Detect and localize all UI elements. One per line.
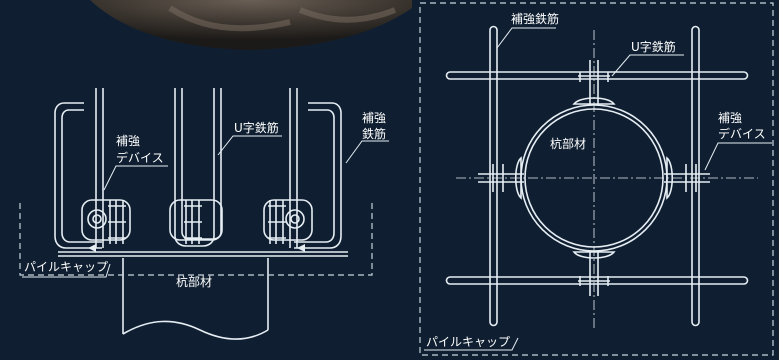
right-plan-diagram bbox=[419, 2, 774, 356]
device-bracket-right bbox=[666, 156, 674, 200]
label-device-left-1: 補強 bbox=[116, 134, 140, 148]
label-u-rebar-left: U字鉄筋 bbox=[234, 120, 279, 135]
device-bracket-top bbox=[572, 97, 616, 105]
label-device-right-1: 補強 bbox=[718, 111, 742, 125]
pile-cap-outline bbox=[19, 203, 373, 276]
rebar-section-right-inner bbox=[290, 214, 300, 224]
u-rebar-left bbox=[478, 164, 524, 192]
rebar-hook-left bbox=[54, 102, 102, 249]
pile-member-break-line bbox=[122, 320, 269, 340]
leader-device-right bbox=[704, 142, 772, 171]
label-device-left-2: デバイス bbox=[116, 150, 164, 165]
leader-reinforcement-rebar bbox=[345, 140, 389, 164]
u-rebar-bottom bbox=[578, 252, 610, 296]
pile-member-circle-inner bbox=[524, 108, 664, 248]
vertical-rebar-right bbox=[289, 88, 298, 248]
rebar-vertical-right bbox=[691, 25, 700, 327]
pile-cap-plan-outline bbox=[419, 2, 774, 356]
leader-device bbox=[103, 165, 168, 191]
rebar-horizontal-bottom bbox=[445, 276, 749, 285]
rebar-vertical-left bbox=[489, 25, 498, 327]
device-box-center bbox=[169, 199, 223, 241]
label-device-right-2: デバイス bbox=[718, 126, 766, 141]
rebar-horizontal-top bbox=[445, 71, 749, 80]
label-u-rebar-right: U字鉄筋 bbox=[631, 39, 676, 54]
device-box-left bbox=[81, 199, 131, 241]
label-pile-cap-right: パイルキャップ bbox=[426, 335, 510, 349]
leader-pile-cap-right bbox=[424, 337, 519, 351]
vertical-rebar-center-left bbox=[174, 88, 200, 247]
device-bracket-left bbox=[514, 156, 522, 200]
rebar-section-left bbox=[87, 209, 107, 229]
device-box-right bbox=[263, 199, 313, 241]
rebar-section-right bbox=[285, 209, 305, 229]
device-plates-left bbox=[108, 200, 126, 244]
u-rebar-right bbox=[664, 164, 710, 192]
vertical-rebar-left bbox=[95, 88, 104, 248]
label-reinforcing-rebar: 補強鉄筋 bbox=[511, 11, 559, 26]
label-reinforcement: 補強 bbox=[362, 111, 386, 125]
device-bracket-bottom bbox=[572, 251, 616, 259]
photo-texture bbox=[168, 5, 397, 32]
vertical-rebar-center-right bbox=[200, 88, 222, 247]
label-rebar: 鉄筋 bbox=[362, 126, 386, 141]
label-pile-member-right: 杭部材 bbox=[550, 136, 586, 151]
device-plates-center bbox=[184, 200, 202, 244]
leader-pile-cap bbox=[22, 263, 111, 278]
leader-u-rebar-right bbox=[611, 54, 684, 77]
leader-reinforcing-rebar-right bbox=[496, 27, 556, 49]
pile-member-body bbox=[122, 258, 269, 334]
rebar-hook-right bbox=[294, 102, 342, 249]
leader-u-rebar bbox=[217, 135, 282, 156]
device-plates-right bbox=[268, 200, 286, 244]
rebar-section-left-inner bbox=[92, 214, 102, 224]
left-section-diagram bbox=[19, 88, 389, 340]
label-pile-cap-left: パイルキャップ bbox=[24, 260, 108, 274]
label-pile-member-left: 杭部材 bbox=[176, 274, 212, 289]
u-rebar-top bbox=[578, 60, 610, 104]
pile-top-line bbox=[58, 251, 348, 257]
